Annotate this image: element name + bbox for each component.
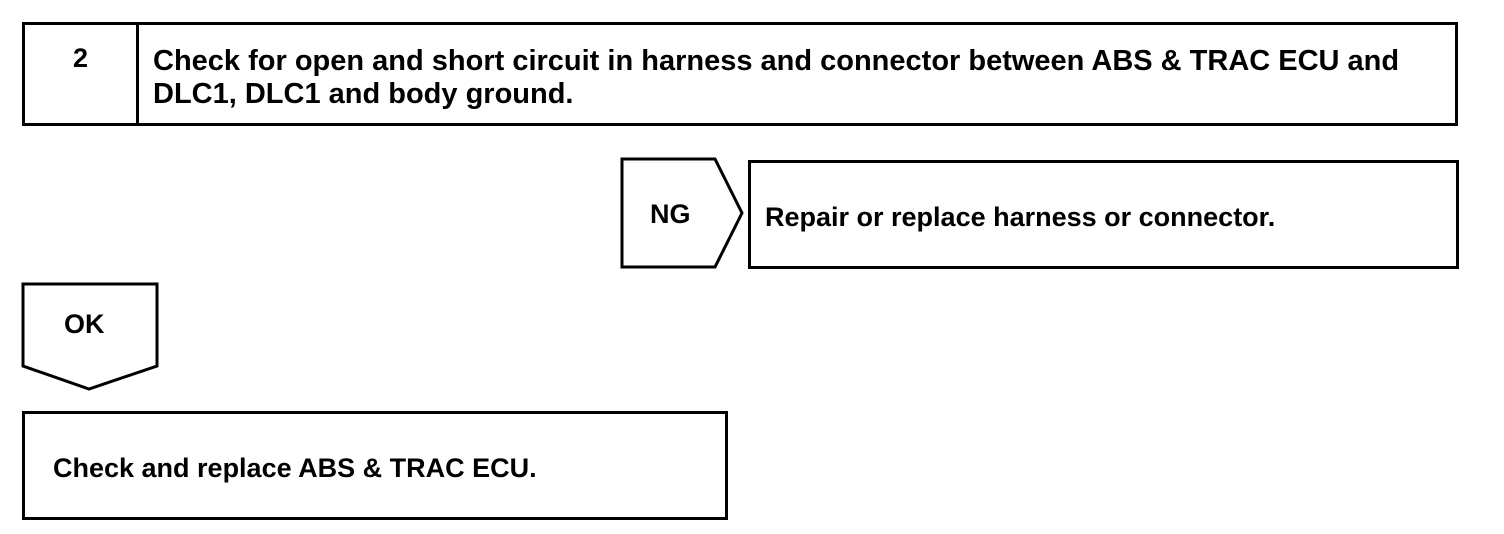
ok-action-text: Check and replace ABS & TRAC ECU.: [53, 453, 537, 483]
ng-action-text: Repair or replace harness or connector.: [765, 202, 1276, 232]
step-number: 2: [72, 43, 89, 73]
ng-arrow-shape: [620, 157, 744, 269]
step-box: 2 Check for open and short circuit in ha…: [22, 22, 1458, 126]
ng-label: NG: [650, 199, 691, 229]
ok-arrow-shape: [21, 282, 159, 391]
ng-action-box: Repair or replace harness or connector.: [748, 160, 1459, 269]
step-number-cell: 2: [25, 25, 139, 123]
step-description: Check for open and short circuit in harn…: [153, 45, 1400, 110]
ok-action-box: Check and replace ABS & TRAC ECU.: [22, 411, 728, 520]
ok-label: OK: [64, 309, 105, 339]
